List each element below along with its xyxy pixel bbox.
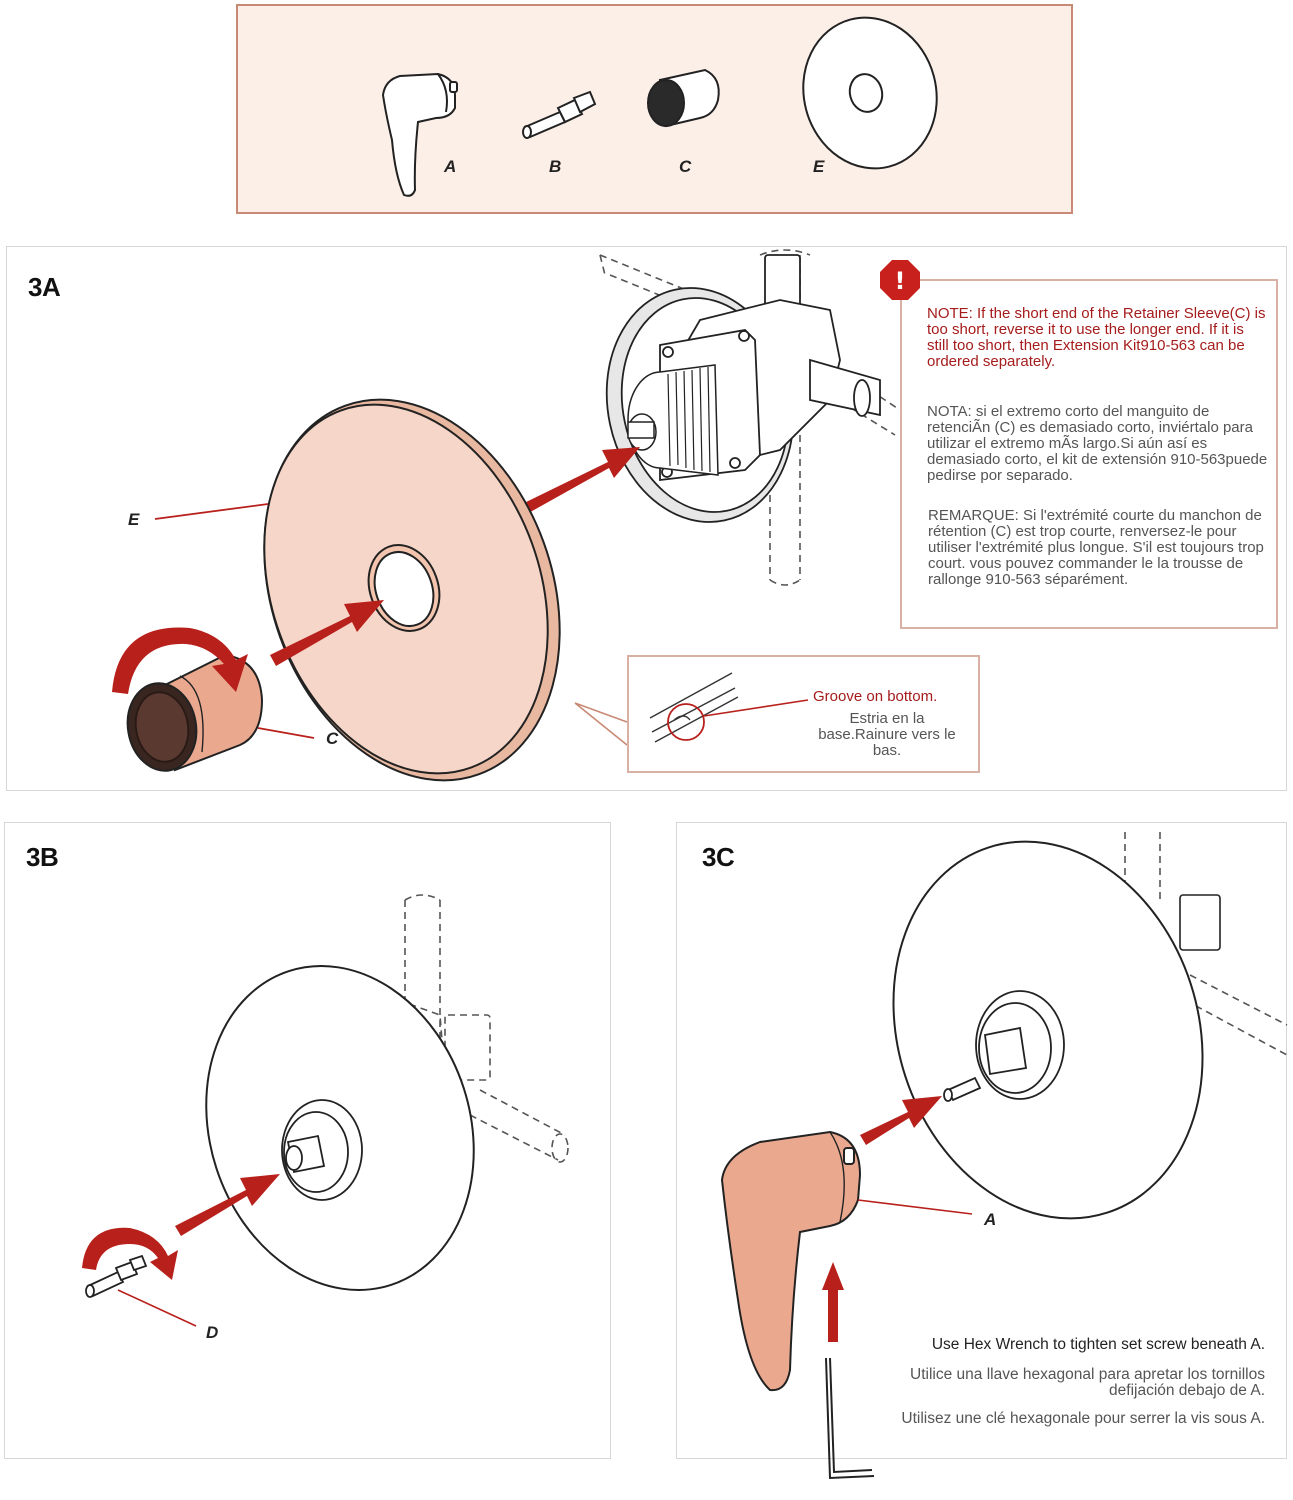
trim-ring-3c (943, 990, 1065, 1102)
warning-icon-glyph: ! (895, 267, 906, 295)
groove-callout-pointer (574, 702, 628, 746)
part-a-handle-illustration (381, 72, 458, 197)
plumbing-solid-3c (1179, 894, 1221, 951)
instruction-french: Utilisez une clé hexagonale pour serrer … (901, 1410, 1265, 1427)
step-3b-title: 3B (26, 842, 59, 872)
step-3a-label-c: C (326, 729, 339, 748)
instruction-english: Use Hex Wrench to tighten set screw bene… (931, 1336, 1265, 1353)
plumbing-dashed-3c (1124, 832, 1288, 1056)
arrow-sleeve-to-plate (270, 600, 384, 666)
groove-leader-line (703, 699, 809, 717)
arrow-handle-to-valve (860, 1096, 942, 1145)
step-3a-label-e: E (128, 510, 140, 529)
leader-line-d (117, 1289, 197, 1327)
arrow-up-set-screw (822, 1262, 844, 1342)
stem-adapter-d (85, 1254, 148, 1298)
step-3c-panel (676, 822, 1287, 1459)
note-spanish: NOTA: si el extremo corto del manguito d… (927, 403, 1268, 484)
arrow-adapter-to-valve (175, 1174, 280, 1236)
note-french: REMARQUE: Si l'extrémité courte du manch… (928, 507, 1264, 588)
step-3b-panel (4, 822, 611, 1459)
part-b-stem-illustration (522, 90, 597, 139)
part-c-sleeve-illustration (647, 68, 720, 128)
note-box (900, 279, 1278, 629)
step-3c-label-a: A (984, 1210, 997, 1229)
leader-line-e (154, 503, 269, 520)
part-label-e: E (813, 157, 825, 176)
part-label-a: A (444, 157, 457, 176)
rotate-arrow-3a (112, 627, 248, 694)
groove-spanish-french: Estria en la base.Rainure vers le bas. (818, 710, 956, 759)
leader-line-c (257, 727, 315, 739)
retainer-sleeve-c (126, 653, 264, 772)
step-3c-title: 3C (702, 842, 735, 872)
escutcheon-plate-e (263, 398, 561, 782)
part-e-plate-illustration (802, 16, 938, 170)
arrow-to-valve (520, 447, 640, 515)
leader-line-a (857, 1199, 973, 1215)
hex-wrench (825, 1357, 875, 1480)
rotate-arrow-3b (82, 1227, 178, 1280)
warning-octagon-icon: ! (880, 260, 920, 300)
note-english: NOTE: If the short end of the Retainer S… (927, 305, 1266, 370)
step-3b-label-d: D (206, 1323, 219, 1342)
part-label-b: B (549, 157, 562, 176)
trim-ring-3b (281, 1099, 363, 1201)
groove-english: Groove on bottom. (813, 688, 938, 705)
valve-cartridge-threads (627, 364, 719, 476)
handle-a-copper (720, 1130, 862, 1392)
instruction-spanish: Utilice una llave hexagonal para apretar… (910, 1366, 1265, 1399)
part-label-c: C (679, 157, 692, 176)
groove-highlight-circle (667, 703, 705, 741)
step-3a-panel (6, 246, 1287, 791)
step-3a-title: 3A (28, 272, 61, 302)
